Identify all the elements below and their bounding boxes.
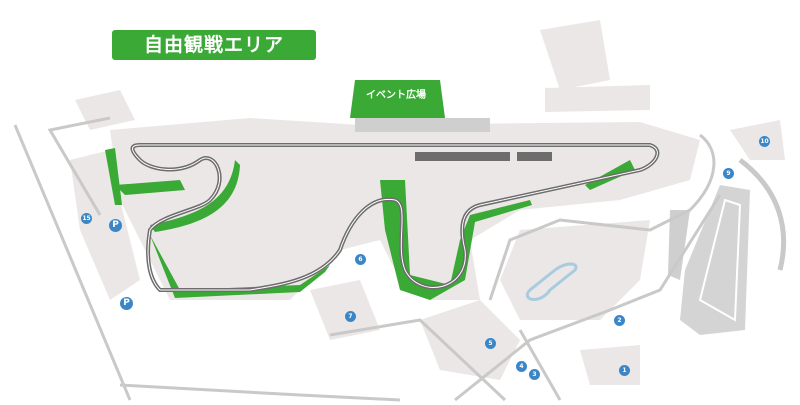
grandstand bbox=[355, 118, 490, 132]
track-centerline bbox=[132, 144, 658, 291]
kart-course bbox=[526, 262, 578, 301]
gate-marker-15[interactable]: 15 bbox=[81, 213, 92, 224]
area-north bbox=[540, 20, 610, 90]
gate-marker-10[interactable]: 10 bbox=[759, 136, 770, 147]
gate-marker-5[interactable]: 5 bbox=[485, 338, 496, 349]
area-gate10 bbox=[730, 120, 785, 160]
gate-marker-7[interactable]: 7 bbox=[345, 311, 356, 322]
area-gate15 bbox=[70, 150, 140, 300]
roads bbox=[13, 116, 787, 402]
legend-free-viewing-area: 自由観戦エリア bbox=[112, 30, 316, 60]
test-course bbox=[680, 185, 750, 335]
test-course-lines bbox=[698, 198, 742, 322]
ground-areas bbox=[70, 20, 785, 385]
building bbox=[668, 210, 690, 280]
parking-marker[interactable]: P bbox=[120, 297, 133, 310]
parking-marker[interactable]: P bbox=[109, 219, 122, 232]
gate-marker-9[interactable]: 9 bbox=[723, 168, 734, 179]
event-plaza-label: イベント広場 bbox=[366, 90, 426, 101]
gate-marker-1[interactable]: 1 bbox=[619, 365, 630, 376]
pit-building bbox=[517, 152, 552, 161]
gate-marker-4[interactable]: 4 bbox=[516, 361, 527, 372]
area-gate1 bbox=[580, 345, 640, 385]
area-gate7 bbox=[310, 280, 380, 340]
gate-marker-3[interactable]: 3 bbox=[529, 369, 540, 380]
area-north bbox=[545, 85, 650, 112]
gate-marker-6[interactable]: 6 bbox=[355, 254, 366, 265]
area bbox=[75, 90, 135, 130]
area-gate5 bbox=[420, 300, 520, 380]
pit-building bbox=[415, 152, 510, 161]
gate-marker-2[interactable]: 2 bbox=[614, 315, 625, 326]
